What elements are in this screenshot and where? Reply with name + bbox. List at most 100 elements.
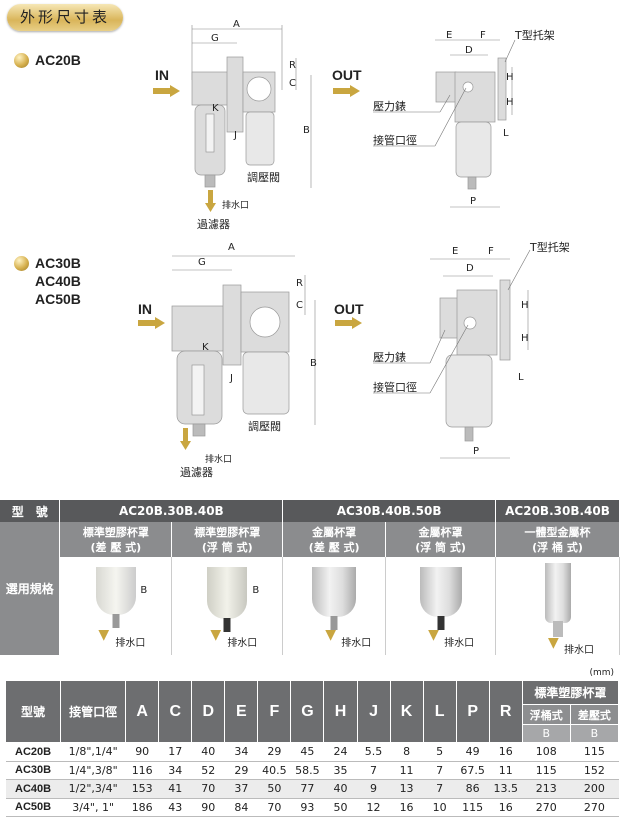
value-cell: 29 [224,761,258,780]
cup-type: 一體型金屬杯(浮 桶 式) [495,522,620,557]
value-cell: 34 [224,742,258,762]
value-cell: 58.5 [290,761,324,780]
value-cell: 7 [357,761,391,780]
cup-type: 標準塑膠杯罩(差 壓 式) [59,522,173,557]
value-cell: 50 [257,779,291,799]
dim-k: K [202,342,209,353]
bracket-label: T型托架 [515,29,555,42]
col-header: C [158,680,193,743]
cup-type: 標準塑膠杯罩(浮 筒 式) [171,522,284,557]
gauge-label: 壓力錶 [373,351,406,364]
filter-label: 過濾器 [180,466,213,479]
value-cell: 115 [456,798,490,817]
value-cell: 9 [357,779,391,799]
sub-header-float: 浮桶式 [521,704,571,725]
dim-h2: H [521,333,529,344]
flow-arrows [138,85,362,450]
value-cell: 40 [191,742,225,762]
value-cell: 29 [257,742,291,762]
value-cell: 116 [125,761,159,780]
value-cell: 1/2",3/4" [60,779,126,799]
value-cell: 115 [522,761,571,780]
regulator-label: 調壓閥 [247,171,280,184]
sub-header-b: B [521,724,571,743]
value-cell: 24 [323,742,357,762]
value-cell: 8 [390,742,424,762]
value-cell: 37 [224,779,258,799]
col-header: E [224,680,259,743]
cup-image-plastic-float: B ▼排水口 [171,557,284,655]
col-header: F [257,680,292,743]
col-header: D [191,680,226,743]
dim-j: J [234,130,237,141]
value-cell: 70 [191,779,225,799]
value-cell: 40 [323,779,357,799]
value-cell: 67.5 [456,761,490,780]
value-cell: 34 [158,761,192,780]
out-label: OUT [332,67,362,83]
model-cell: AC20B [5,742,61,762]
value-cell: 1/4",3/8" [60,761,126,780]
dim-h2: H [506,97,514,108]
col-header: 接管口徑 [60,680,127,743]
value-cell: 90 [191,798,225,817]
col-header: A [125,680,160,743]
value-cell: 1/8",1/4" [60,742,126,762]
dim-f: F [480,30,486,41]
value-cell: 90 [125,742,159,762]
value-cell: 13.5 [489,779,523,799]
dim-d: D [465,45,473,56]
dim-l: L [518,372,524,383]
col-header: P [455,680,490,743]
device-ac30b [171,279,511,442]
model-label: AC20B [35,52,81,68]
leader-lines [373,39,531,394]
value-cell: 5 [423,742,457,762]
dim-a: A [233,19,240,30]
value-cell: 10 [423,798,457,817]
value-cell: 270 [522,798,571,817]
col-header: R [488,680,523,743]
drain-label: 排水口 [222,201,250,211]
dimension-diagrams [138,25,531,459]
value-cell: 17 [158,742,192,762]
value-cell: 7 [423,761,457,780]
value-cell: 84 [224,798,258,817]
unit-label: (mm) [589,668,614,678]
value-cell: 49 [456,742,490,762]
dim-r: R [289,60,296,71]
value-cell: 11 [489,761,523,780]
dimension-table: 型號 接管口徑 A C D E F G H J K L P R 標準塑膠杯罩 浮… [4,680,620,817]
dim-a: A [228,242,235,253]
value-cell: 7 [423,779,457,799]
dim-c: C [289,78,296,89]
model-header: 型 號 [0,500,61,522]
value-cell: 41 [158,779,192,799]
col-header: K [389,680,424,743]
dim-g: G [211,33,219,44]
out-label: OUT [334,301,364,317]
value-cell: 153 [125,779,159,799]
value-cell: 5.5 [357,742,391,762]
bullet-icon [14,53,29,68]
port-label: 接管口徑 [373,381,417,394]
dim-r: R [296,278,303,289]
value-cell: 16 [390,798,424,817]
value-cell: 77 [290,779,324,799]
dim-d: D [466,263,474,274]
model-label: AC40B [35,273,81,289]
filter-label: 過濾器 [197,218,230,231]
in-label: IN [138,301,152,317]
col-header: 型號 [4,680,62,743]
dim-b: B [303,125,310,136]
dim-f: F [488,246,494,257]
value-cell: 200 [570,779,619,799]
group-header: AC20B.30B.40B [495,500,620,522]
cup-image-integrated-metal: ▼排水口 [495,557,620,656]
dim-c: C [296,300,303,311]
cup-image-plastic-differential: B ▼排水口 [59,557,173,655]
value-cell: 115 [570,742,619,762]
